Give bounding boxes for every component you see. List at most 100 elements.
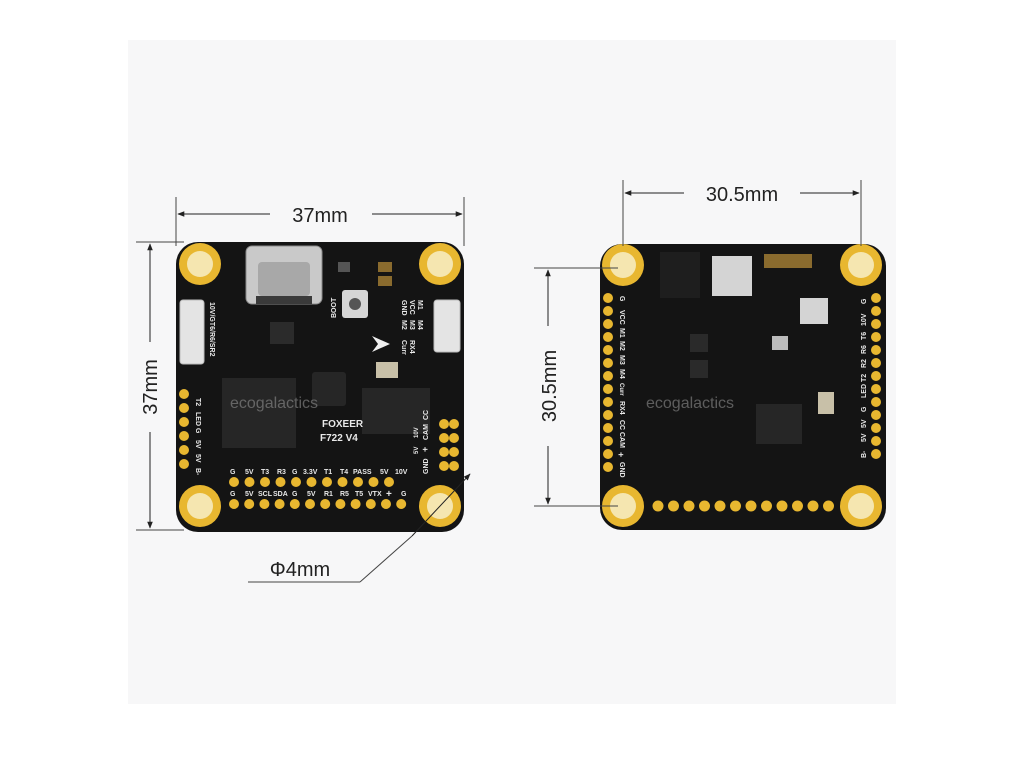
esc-label: M3 [408,320,415,330]
hole-diameter-dimension: Φ4mm [248,473,471,583]
pad-label: G [292,469,298,476]
pad-label: R2 [861,359,868,368]
pad-label: VCC [618,310,625,325]
solder-pad [603,358,613,368]
solder-pad [229,499,239,509]
mcu-chip [222,378,296,448]
front-left-pads [179,389,189,469]
pad-label: M3 [618,355,625,365]
front-board: BOOT FOXEER F722 V4 10V/GT6/R6/SR2 GND V… [176,242,464,532]
back-mount-holes [602,244,882,527]
solder-pad [871,345,881,355]
model-label: F722 V4 [320,433,358,444]
front-height-label: 37mm [140,359,162,415]
pad-label: 5V [307,491,316,498]
solder-pad [439,461,449,471]
pad-label: + [420,447,430,452]
pad-label: T5 [355,491,363,498]
pad-label: R3 [277,469,286,476]
solder-pad [244,477,255,487]
osd-chip [362,388,430,434]
solder-pad [322,477,332,487]
front-width-label: 37mm [292,205,348,227]
pad-label: T1 [324,469,332,476]
solder-pad [179,431,189,441]
solder-pad [871,358,881,368]
pad-label: T6 [861,332,868,340]
pad-label: M4 [618,369,625,379]
solder-pad [365,499,376,509]
solder-pad [871,397,881,407]
solder-pad [603,332,613,342]
solder-pad [652,500,664,512]
solder-pad [603,306,613,316]
pad-label: + [616,452,626,457]
solder-pad [306,477,317,487]
solder-pad [603,449,613,459]
hole-diameter-label: Φ4mm [270,559,330,581]
pad-label: CAM [618,432,625,448]
back-right-labels: G 10V T6 R6 R2 T2 LED G 5V 5V B- [861,298,868,458]
solder-pad [699,500,710,512]
solder-pad [745,500,757,512]
crystal [376,362,398,378]
watermark: ecogalactics [646,395,734,412]
pad-label: T4 [340,469,348,476]
solder-pad [871,319,881,329]
esc-label: M4 [416,320,423,330]
front-top-row-labels: G 5V T3 R3 G 3.3V T1 T4 PASS 5V 10V [230,469,408,476]
brand-label: FOXEER [322,419,364,430]
solder-pad [603,397,613,407]
solder-pad [439,433,449,443]
pad-label: 3.3V [303,469,318,476]
pad-label: + [386,489,392,500]
pad-label: 5V [194,440,201,449]
solder-pad [381,499,391,509]
pad-label: RX4 [618,401,625,415]
solder-pad [871,423,881,433]
front-mid-pads [229,477,394,487]
esc-label: GND [400,300,407,316]
solder-pad [871,384,881,394]
esc-label: RX4 [408,340,415,354]
solder-pad [871,436,881,446]
pad-label: M2 [618,341,625,351]
solder-pad [320,499,331,509]
solder-pad [335,499,346,509]
pad-label: LED [861,384,868,398]
pad-label: CAM [423,424,430,440]
front-bottom-row-labels: G 5V SCL SDA G 5V R1 R5 T5 VTX + G [230,489,407,500]
solder-pad [823,500,834,512]
solder-pad [291,477,301,487]
solder-pad [179,459,189,469]
esc-label: VCC [408,300,415,315]
solder-pad [179,389,189,399]
pad-label: CC [618,420,625,430]
solder-pad [603,345,613,355]
foxeer-logo-icon [372,336,390,352]
pad-label: G [194,428,201,434]
pad-label: G [292,491,298,498]
pad-label: T2 [194,398,201,406]
pad-label: GND [423,458,430,474]
pad-label: B- [194,468,201,476]
solder-pad [305,499,315,509]
pad-label: M1 [618,328,625,338]
solder-pad [603,384,613,394]
boot-label: BOOT [331,297,338,318]
back-left-pads [603,293,613,472]
pad-label: 5V [861,433,868,442]
solder-pad [603,462,613,472]
solder-pad [449,447,459,457]
solder-pad [274,499,285,509]
pad-label: 5V [414,447,420,454]
solder-pad [776,500,788,512]
pad-label: G [230,469,236,476]
sensor-chip [800,298,828,324]
solder-pad [871,371,881,381]
front-height-dimension: 37mm [136,241,184,531]
pad-label: 10V [395,469,408,476]
solder-pad [439,419,449,429]
solder-pad [603,319,613,329]
